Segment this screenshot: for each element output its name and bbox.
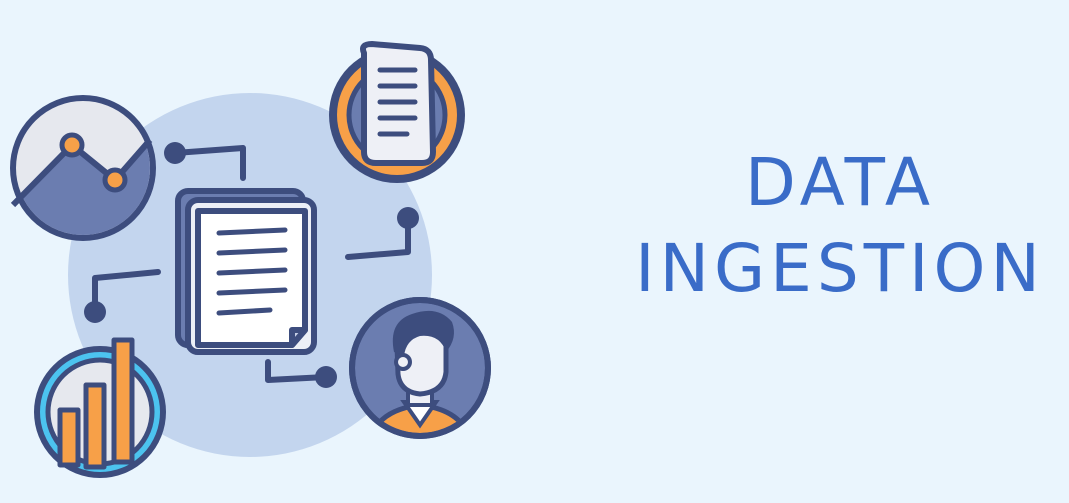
connector-dots <box>84 142 419 388</box>
page-title: DATA INGESTION <box>600 140 1069 312</box>
scroll-document-icon <box>329 41 465 183</box>
document-stack-icon <box>175 188 317 355</box>
line-chart-icon <box>10 95 156 241</box>
data-ingestion-illustration <box>10 41 491 478</box>
connector-lines <box>92 145 411 383</box>
bar-chart-icon <box>34 337 166 478</box>
title-line-2: INGESTION <box>635 230 1045 307</box>
title-line-1: DATA <box>744 144 936 221</box>
